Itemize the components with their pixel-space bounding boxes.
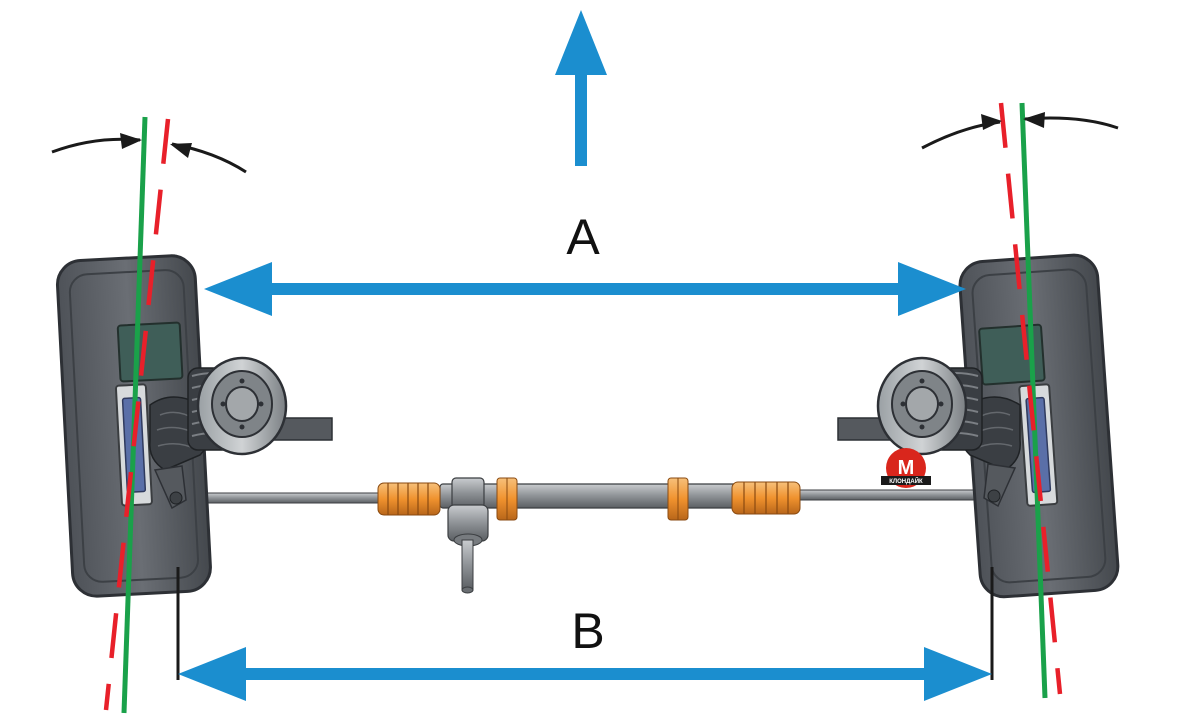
left-angle-arc bbox=[51, 133, 247, 174]
right-wheel-assembly bbox=[837, 253, 1120, 599]
right-angle-arc bbox=[921, 112, 1119, 150]
logo-letter: M bbox=[898, 457, 915, 479]
dimension-b: B bbox=[176, 567, 994, 701]
arc-arrow-icon bbox=[981, 114, 1002, 130]
pinion-housing bbox=[447, 477, 489, 594]
arc-arrow-icon bbox=[170, 143, 192, 158]
steering-rack bbox=[171, 477, 1001, 594]
double-arrow-icon bbox=[204, 262, 966, 316]
label-b: B bbox=[571, 603, 604, 659]
left-alignment-lines bbox=[103, 116, 171, 714]
right-reference-line bbox=[1019, 102, 1048, 699]
double-arrow-icon bbox=[178, 647, 992, 701]
right-rack-boot bbox=[731, 481, 801, 515]
left-wheel-assembly bbox=[55, 254, 333, 598]
label-a: A bbox=[566, 209, 600, 265]
right-shock-absorber bbox=[876, 356, 983, 456]
right-wheel-plane-line bbox=[998, 102, 1063, 695]
left-shock-absorber bbox=[187, 356, 288, 456]
rack-housing bbox=[439, 483, 741, 509]
arrow-up-icon bbox=[555, 10, 607, 166]
arc-arrow-icon bbox=[1023, 112, 1045, 128]
left-wheel-plane-line bbox=[103, 118, 171, 711]
dimension-a: A bbox=[204, 209, 966, 316]
klondike-logo: M КЛОНДАЙК bbox=[881, 448, 931, 488]
right-tie-rod bbox=[794, 489, 1001, 501]
left-reference-line bbox=[121, 116, 148, 714]
left-rack-boot bbox=[377, 482, 441, 516]
logo-text: КЛОНДАЙК bbox=[889, 477, 923, 485]
arc-arrow-icon bbox=[120, 133, 142, 149]
right-alignment-lines bbox=[998, 102, 1063, 699]
